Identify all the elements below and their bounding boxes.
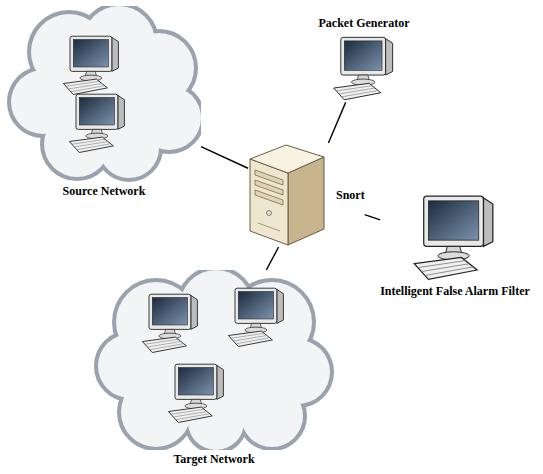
keyboard bbox=[63, 79, 107, 94]
monitor-side bbox=[118, 95, 125, 129]
keyboard bbox=[334, 84, 381, 101]
keyboard-keys bbox=[231, 333, 264, 338]
monitor-side bbox=[112, 37, 119, 71]
monitor-body bbox=[175, 364, 217, 399]
node-label: Packet Generator bbox=[319, 16, 410, 30]
server-node: Snort bbox=[248, 143, 365, 247]
keyboard-keys bbox=[71, 86, 105, 92]
monitor-body bbox=[149, 294, 191, 329]
keyboard-keys bbox=[72, 139, 105, 144]
keyboard-keys bbox=[421, 264, 469, 272]
cloud-shape bbox=[98, 270, 330, 450]
monitor-body bbox=[424, 196, 484, 246]
server-front bbox=[250, 159, 288, 245]
computer-icon bbox=[63, 36, 118, 94]
keyboard-keys bbox=[74, 142, 108, 148]
node-icon bbox=[94, 270, 334, 450]
network-link bbox=[365, 215, 381, 220]
computer-icon bbox=[228, 288, 283, 346]
node-label: Snort bbox=[336, 188, 365, 202]
monitor-body bbox=[76, 94, 118, 129]
keyboard bbox=[168, 407, 212, 422]
keyboard-keys bbox=[145, 339, 178, 344]
network-link bbox=[328, 102, 345, 143]
keyboard bbox=[142, 337, 186, 352]
monitor-side bbox=[217, 365, 224, 399]
keyboard-keys bbox=[342, 91, 378, 97]
monitor-screen bbox=[344, 41, 382, 70]
server-top bbox=[250, 145, 324, 173]
node-icon bbox=[328, 34, 400, 102]
computer-icon bbox=[414, 196, 493, 279]
node-label: Intelligent False Alarm Filter bbox=[380, 284, 530, 298]
network-link bbox=[266, 247, 278, 270]
drive-bay bbox=[255, 190, 283, 205]
computer-icon bbox=[69, 94, 124, 152]
monitor-screen bbox=[73, 40, 108, 68]
node-label: Target Network bbox=[173, 452, 254, 466]
keyboard-keys bbox=[77, 144, 111, 150]
keyboard-keys bbox=[233, 336, 267, 342]
monitor-side bbox=[191, 295, 198, 329]
node-icon bbox=[407, 192, 503, 282]
monitor-screen bbox=[178, 368, 213, 396]
vent-line bbox=[258, 223, 280, 231]
power-button bbox=[267, 211, 272, 216]
monitor-body bbox=[70, 36, 112, 71]
keyboard-keys bbox=[176, 414, 210, 420]
keyboard-keys bbox=[336, 86, 372, 91]
keyboard-keys bbox=[171, 409, 204, 414]
keyboard-keys bbox=[68, 84, 102, 90]
monitor-body bbox=[341, 38, 386, 76]
monitor-side bbox=[277, 289, 284, 323]
keyboard-keys bbox=[425, 267, 473, 276]
keyboard bbox=[69, 137, 113, 152]
computer-icon bbox=[168, 364, 223, 422]
keyboard-keys bbox=[150, 344, 184, 350]
monitor-side bbox=[386, 39, 393, 76]
keyboard-keys bbox=[236, 338, 270, 344]
monitor-screen bbox=[428, 201, 478, 240]
network-cloud: Source Network bbox=[7, 6, 201, 198]
computer-icon bbox=[142, 294, 197, 352]
keyboard-keys bbox=[173, 412, 207, 418]
monitor-screen bbox=[79, 98, 114, 126]
node-label: Source Network bbox=[63, 184, 146, 198]
keyboard-keys bbox=[66, 81, 99, 86]
computer-node: Packet Generator bbox=[319, 16, 410, 102]
node-icon bbox=[7, 6, 201, 182]
keyboard-keys bbox=[339, 88, 375, 94]
network-cloud: Target Network bbox=[94, 270, 334, 466]
cloud-shape bbox=[11, 6, 201, 178]
monitor-body bbox=[235, 288, 277, 323]
server-icon bbox=[250, 145, 324, 245]
monitor-screen bbox=[238, 292, 273, 320]
network-link bbox=[201, 147, 248, 169]
computer-icon bbox=[334, 38, 393, 100]
monitor-side bbox=[483, 198, 492, 247]
keyboard bbox=[414, 257, 477, 279]
keyboard-keys bbox=[147, 342, 181, 348]
node-icon bbox=[248, 143, 326, 247]
keyboard bbox=[228, 331, 272, 346]
monitor-screen bbox=[152, 298, 187, 326]
keyboard-keys bbox=[418, 261, 466, 268]
computer-node: Intelligent False Alarm Filter bbox=[380, 192, 530, 298]
